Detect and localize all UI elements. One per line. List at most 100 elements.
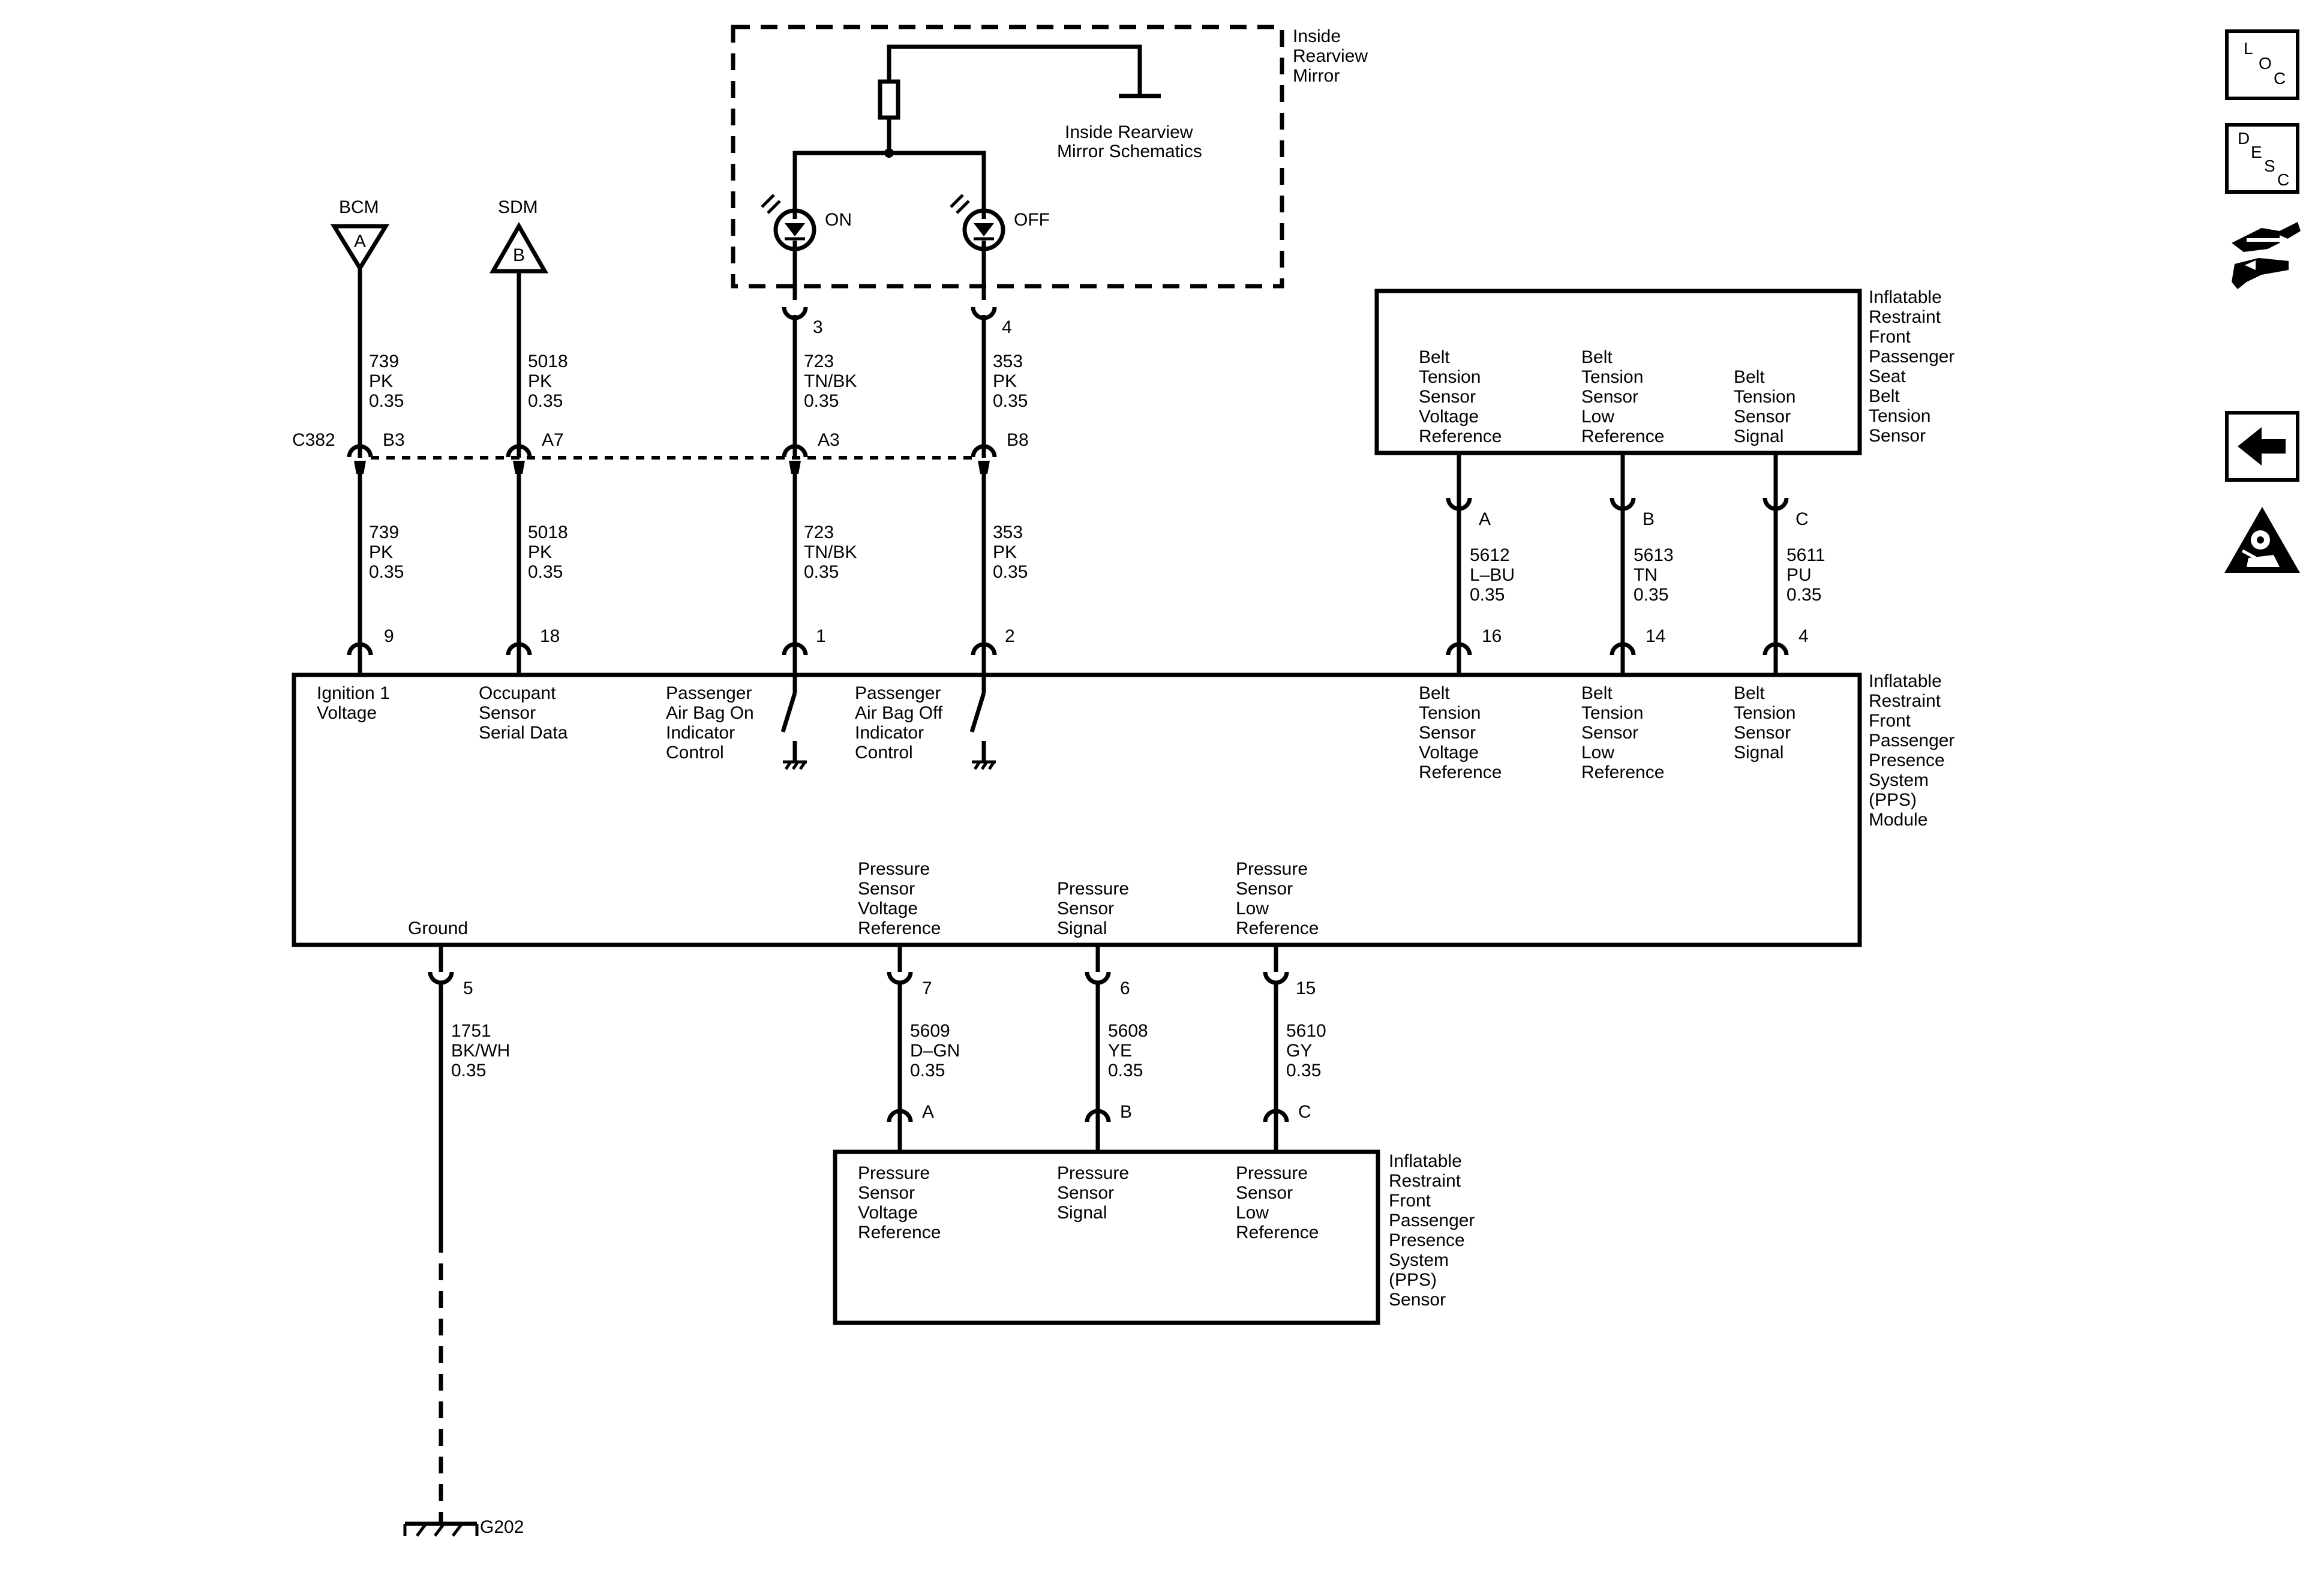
pps-sensor-sig-label: Sensor (1057, 1183, 1114, 1203)
caution-icon[interactable] (2224, 507, 2300, 573)
wire-label-sdm-upper: 5018 PK 0.35 (528, 352, 568, 411)
wire-gauge: 0.35 (369, 562, 404, 582)
belt-sensor-low-label: Sensor (1581, 387, 1638, 407)
module-pin-16: 16 (1482, 626, 1502, 646)
sdm-pin: B (513, 245, 525, 265)
wire-gauge: 0.35 (1470, 585, 1505, 605)
pps-sensor-title: Restraint (1389, 1171, 1461, 1191)
wire-circuit: 5610 (1286, 1021, 1326, 1041)
wire-label-off-lower: 353 PK 0.35 (993, 523, 1028, 582)
bcm-reference: BCM A (330, 197, 390, 272)
module-title: Front (1869, 711, 1911, 731)
belt-sensor-title: Belt (1869, 386, 1900, 406)
wire-gauge: 0.35 (804, 562, 839, 582)
belt-tension-sensor: Inflatable Restraint Front Passenger Sea… (1374, 287, 1954, 455)
sdm-label: SDM (498, 197, 538, 217)
wire-label-bcm-lower: 739 PK 0.35 (369, 523, 404, 582)
module-press-low-label: Pressure (1236, 859, 1308, 879)
wire-gauge: 0.35 (993, 562, 1028, 582)
module-serial-label: Occupant (479, 683, 556, 703)
module-serial-label: Sensor (479, 703, 536, 723)
mirror-schematics-1: Inside Rearview (1065, 122, 1193, 142)
desc-button[interactable]: D E S C (2225, 123, 2299, 194)
module-press-low-label: Sensor (1236, 879, 1293, 899)
wire-circuit: 353 (993, 523, 1023, 542)
belt-sensor-low-label: Tension (1581, 367, 1643, 387)
module-airbag-on-label: Air Bag On (666, 703, 754, 723)
belt-sensor-vref-label: Belt (1419, 347, 1450, 367)
module-airbag-off-label: Passenger (855, 683, 941, 703)
mirror-title-3: Mirror (1293, 66, 1340, 86)
back-button[interactable] (2225, 411, 2299, 482)
pps-sensor-title: Inflatable (1389, 1151, 1462, 1171)
bcm-label: BCM (339, 197, 379, 217)
wire-gauge: 0.35 (451, 1061, 486, 1080)
module-belt-vref-label: Belt (1419, 683, 1450, 703)
mirror-title-2: Rearview (1293, 46, 1368, 66)
belt-sensor-title: Sensor (1869, 426, 1926, 446)
wire-color: YE (1108, 1041, 1132, 1061)
ground-label: G202 (480, 1517, 524, 1537)
pps-sensor-title: Front (1389, 1191, 1431, 1211)
belt-sensor-vref-label: Sensor (1419, 387, 1476, 407)
module-airbag-off-label: Control (855, 743, 913, 763)
loc-button[interactable]: L O C (2225, 29, 2299, 100)
module-belt-low-label: Belt (1581, 683, 1613, 703)
pps-sensor-sig-label: Pressure (1057, 1163, 1129, 1183)
desc-letter: D (2238, 129, 2250, 148)
wire-label-bcm-upper: 739 PK 0.35 (369, 352, 404, 411)
belt-sensor-sig-label: Signal (1734, 427, 1783, 446)
wire-label-sdm-lower: 5018 PK 0.35 (528, 523, 568, 582)
wire-circuit: 1751 (451, 1021, 491, 1041)
module-title: Inflatable (1869, 671, 1942, 691)
mirror-pin-on: 3 (813, 317, 823, 337)
wire-circuit: 5609 (910, 1021, 950, 1041)
wire-circuit: 723 (804, 352, 834, 371)
pps-sensor-vref-label: Pressure (858, 1163, 930, 1183)
mirror-schematics-2: Mirror Schematics (1057, 142, 1202, 161)
connector-end-view-icon[interactable] (2232, 222, 2301, 289)
belt-sensor-title: Inflatable (1869, 287, 1942, 307)
module-pin-5: 5 (463, 978, 473, 998)
pps-sensor: Pressure Sensor Voltage Reference Pressu… (833, 1149, 1475, 1325)
c382-label: C382 (292, 430, 335, 450)
module-airbag-off-label: Indicator (855, 723, 924, 743)
wire-gauge: 0.35 (1786, 585, 1821, 605)
module-title: System (1869, 770, 1929, 790)
module-belt-sig-label: Belt (1734, 683, 1765, 703)
module-press-sig-label: Sensor (1057, 899, 1114, 918)
belt-sensor-low-label: Low (1581, 407, 1614, 427)
wire-gauge: 0.35 (528, 562, 563, 582)
wire-color: BK/WH (451, 1041, 510, 1061)
wire-color: GY (1286, 1041, 1312, 1061)
wire-circuit: 5611 (1786, 545, 1825, 565)
module-press-vref-label: Pressure (858, 859, 930, 879)
pps-module: 9 18 1 2 16 14 4 Ignition 1 Voltage Occu… (292, 626, 1954, 947)
wire-gauge: 0.35 (993, 391, 1028, 411)
sdm-reference: SDM B (489, 197, 549, 274)
mirror-pin-off: 4 (1002, 317, 1012, 337)
module-belt-sig-label: Tension (1734, 703, 1795, 723)
wire-color: L–BU (1470, 565, 1515, 585)
wire-color: TN/BK (804, 371, 857, 391)
module-airbag-off-label: Air Bag Off (855, 703, 943, 723)
pps-sensor-title: Sensor (1389, 1290, 1446, 1310)
wire-circuit: 353 (993, 352, 1023, 371)
module-belt-low-label: Tension (1581, 703, 1643, 723)
wire-circuit: 5018 (528, 352, 568, 371)
wire-gauge: 0.35 (804, 391, 839, 411)
press-pin-a: A (922, 1102, 934, 1122)
desc-letter: E (2251, 143, 2262, 161)
module-pin-1: 1 (816, 626, 826, 646)
pps-sensor-title: System (1389, 1250, 1449, 1270)
wire-color: PK (528, 542, 552, 562)
back-arrow-icon (2238, 427, 2286, 466)
wire-label-off-upper: 353 PK 0.35 (993, 352, 1028, 411)
pps-sensor-low-label: Reference (1236, 1223, 1319, 1242)
wire-gauge: 0.35 (528, 391, 563, 411)
belt-sensor-sig-label: Sensor (1734, 407, 1791, 427)
module-press-low-label: Low (1236, 899, 1269, 918)
c382-pin-a7: A7 (542, 430, 564, 450)
wire-circuit: 739 (369, 523, 399, 542)
belt-sensor-vref-label: Reference (1419, 427, 1502, 446)
